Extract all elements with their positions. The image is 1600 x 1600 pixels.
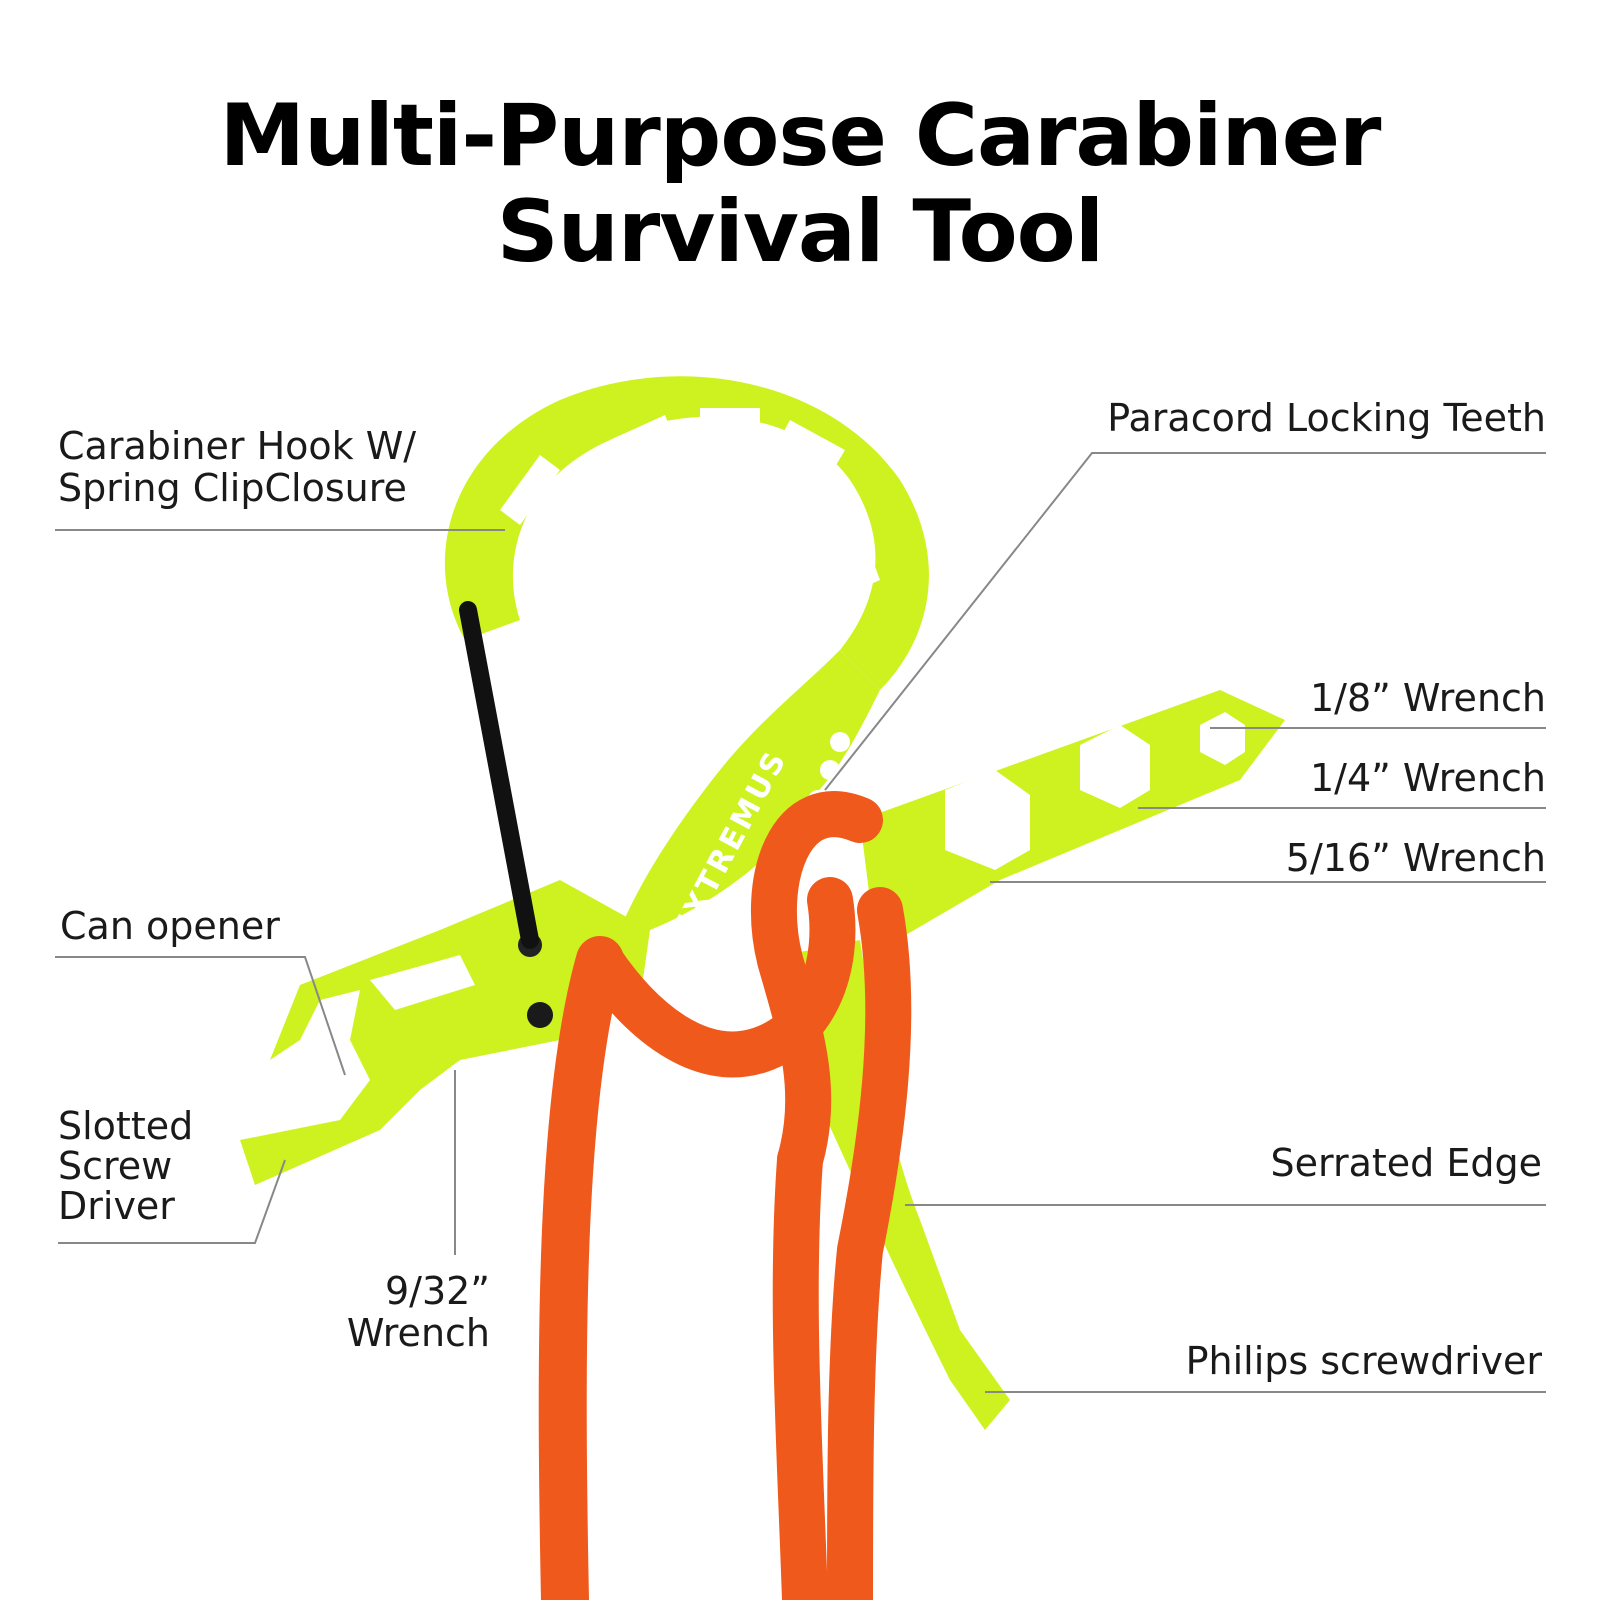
label-slotted-screwdriver: Slotted Screw Driver <box>58 1106 193 1226</box>
title-line-1: Multi-Purpose Carabiner <box>219 86 1382 186</box>
leader-slotted-screwdriver <box>58 1159 286 1244</box>
serration-notch <box>947 1251 966 1269</box>
serration-notch <box>960 1277 978 1296</box>
label-9-32-line-2: Wrench <box>346 1311 490 1355</box>
label-carabiner-hook-line-2: Spring ClipClosure <box>58 466 407 510</box>
title-line-2: Survival Tool <box>496 182 1105 282</box>
label-serrated-edge: Serrated Edge <box>1270 1141 1542 1185</box>
serration-notch <box>910 1171 928 1189</box>
label-carabiner-hook-line-1: Carabiner Hook W/ <box>58 424 417 468</box>
label-paracord-teeth: Paracord Locking Teeth <box>1107 396 1546 440</box>
wrench-holes <box>945 712 1245 870</box>
hook-slots <box>500 408 880 590</box>
can-opener-slot <box>370 955 475 1010</box>
label-5-16-wrench: 5/16” Wrench <box>1285 836 1546 880</box>
leader-can-opener <box>55 956 346 1076</box>
page-title: Multi-Purpose Carabiner Survival Tool <box>0 88 1600 280</box>
serration-notch <box>922 1197 941 1216</box>
label-9-32-wrench: 9/32” Wrench <box>320 1270 490 1354</box>
paracord <box>538 791 912 1600</box>
label-slotted-line-2: Screw <box>58 1144 173 1188</box>
label-9-32-line-1: 9/32” <box>384 1269 490 1313</box>
carabiner-hook <box>444 376 929 690</box>
serration-notch <box>985 1331 1003 1349</box>
pivot-rivet <box>527 1002 553 1028</box>
tool-wrench-arm <box>860 690 1285 950</box>
serration-notch <box>935 1224 953 1243</box>
leader-lines <box>55 452 1546 1393</box>
tool-shank <box>620 650 880 930</box>
label-1-8-wrench: 1/8” Wrench <box>1309 676 1546 720</box>
serrated-edge <box>910 1171 1003 1349</box>
label-can-opener: Can opener <box>60 904 280 948</box>
label-philips-screwdriver: Philips screwdriver <box>1185 1339 1542 1383</box>
tool-left-arm <box>240 880 650 1185</box>
label-slotted-line-3: Driver <box>58 1184 175 1228</box>
label-slotted-line-1: Slotted <box>58 1104 194 1148</box>
label-carabiner-hook: Carabiner Hook W/ Spring ClipClosure <box>58 425 416 509</box>
spring-gate <box>459 601 539 949</box>
label-1-4-wrench: 1/4” Wrench <box>1309 756 1546 800</box>
leader-paracord-teeth <box>824 452 1546 791</box>
serration-notch <box>972 1304 991 1323</box>
